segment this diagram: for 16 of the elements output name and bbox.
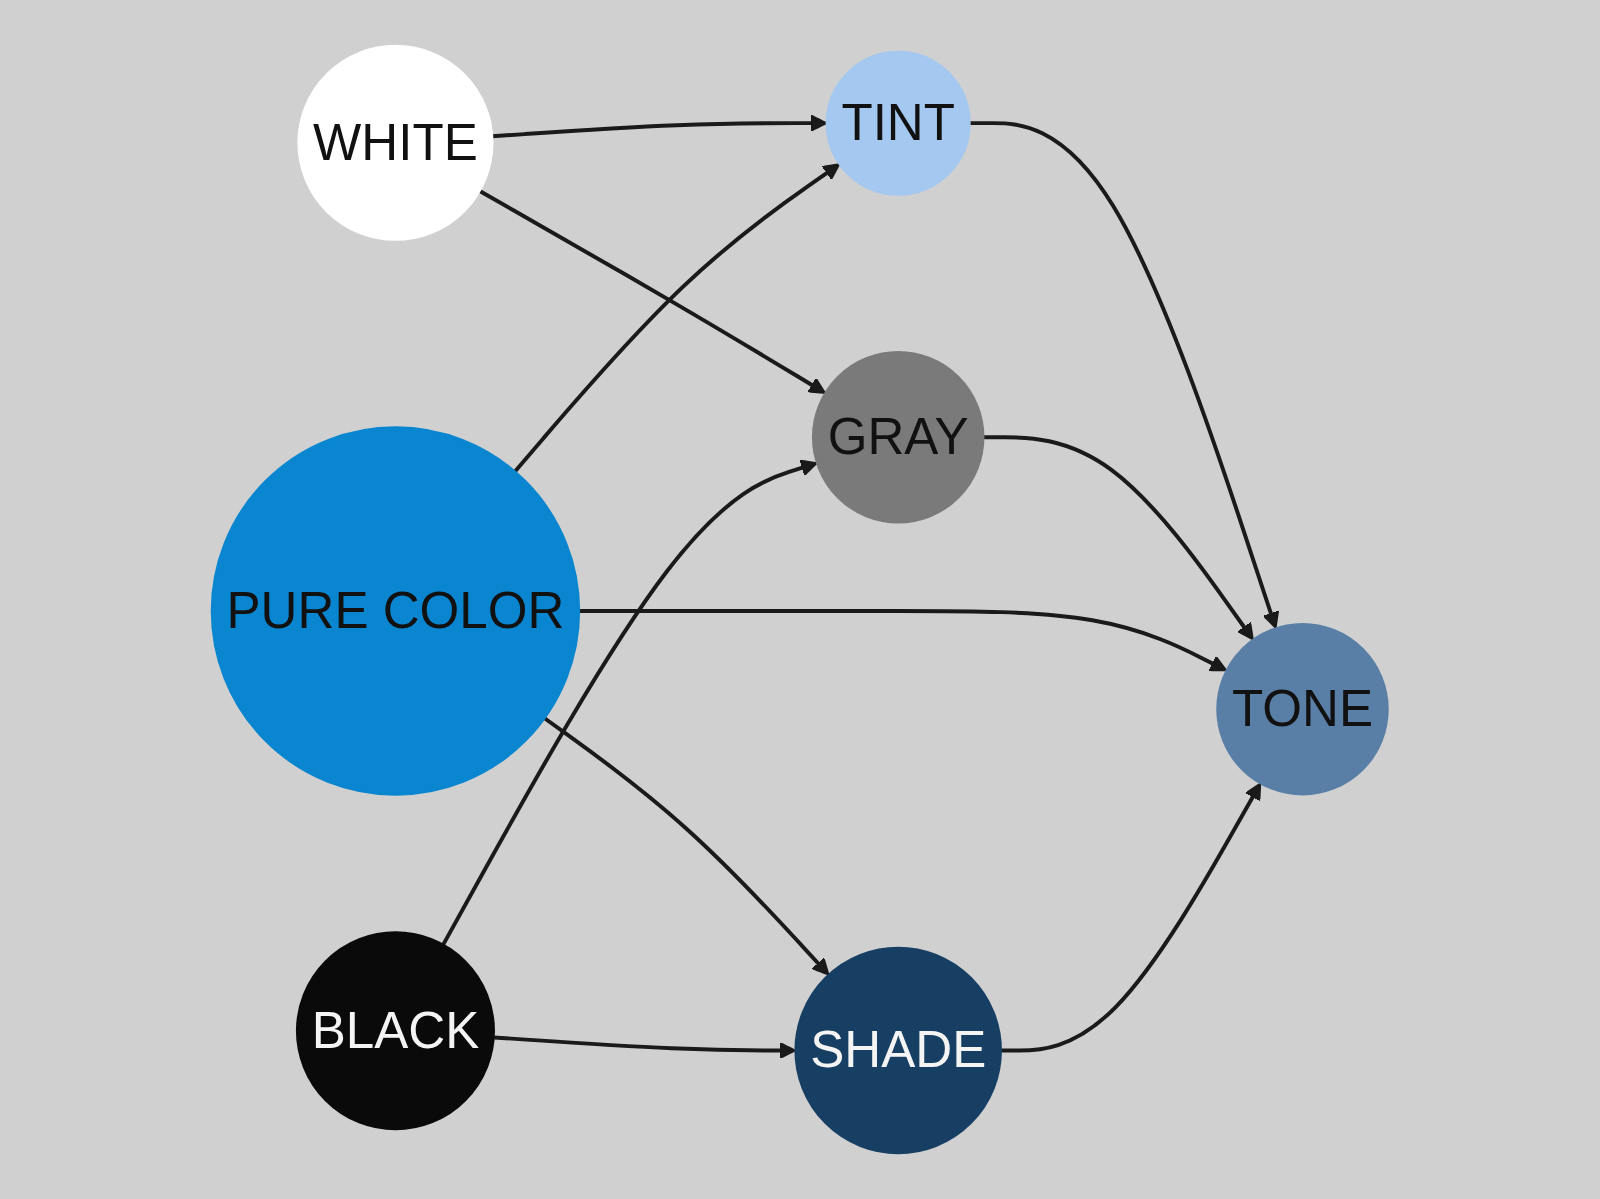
node-circle: TINT (825, 50, 971, 196)
node-circle: PURE COLOR (211, 426, 581, 796)
arrow (492, 114, 828, 139)
arrow (543, 716, 830, 976)
arrow (579, 609, 1228, 672)
arrow (479, 189, 827, 394)
node-circle: WHITE (297, 44, 494, 241)
arrow (513, 163, 841, 473)
node-circle: BLACK (296, 931, 496, 1131)
arrow (1001, 782, 1262, 1053)
node-circle: TONE (1216, 622, 1389, 796)
arrow (983, 435, 1255, 641)
arrow (441, 459, 818, 946)
node-circle: GRAY (812, 350, 985, 524)
node-circle: SHADE (794, 946, 1003, 1155)
arrow (969, 121, 1280, 629)
